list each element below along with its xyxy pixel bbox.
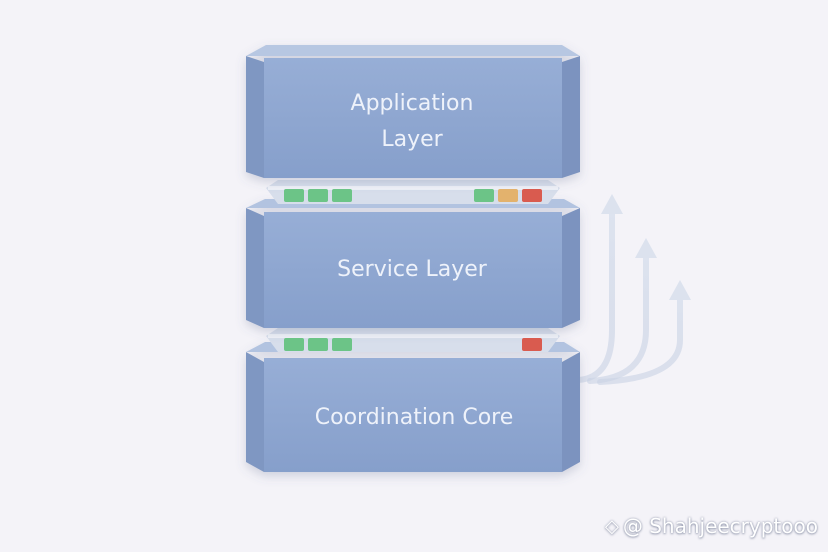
lower-right-indicators <box>522 338 542 351</box>
red-status-light <box>522 189 542 202</box>
green-status-light <box>308 338 328 351</box>
application-layer-block <box>246 45 580 178</box>
coordination-core-label: Coordination Core <box>315 405 514 430</box>
upward-arrows-icon <box>575 209 683 385</box>
block-front-face <box>264 212 562 328</box>
green-status-light <box>284 338 304 351</box>
block-right-face <box>562 208 580 328</box>
upper-right-indicators <box>474 189 542 202</box>
connector-rim <box>268 186 558 190</box>
block-right-face <box>562 352 580 472</box>
flow-arrow <box>575 209 615 383</box>
block-right-face <box>562 56 580 178</box>
application-layer-label: Application Layer <box>351 91 474 152</box>
green-status-light <box>332 338 352 351</box>
service-layer-label: Service Layer <box>337 257 488 282</box>
block-left-face <box>246 208 264 328</box>
watermark-handle: @ Shahjeecryptooo <box>622 514 818 538</box>
upper-left-indicators <box>284 189 352 202</box>
watermark: ◇ @ Shahjeecryptooo <box>605 514 818 538</box>
green-status-light <box>284 189 304 202</box>
flow-arrow <box>597 295 683 385</box>
arrow-head-icon <box>669 280 691 300</box>
red-status-light <box>522 338 542 351</box>
binance-logo-icon: ◇ <box>605 515 619 537</box>
flow-arrow <box>587 253 649 384</box>
green-status-light <box>474 189 494 202</box>
lower-left-indicators <box>284 338 352 351</box>
arrow-head-icon <box>635 238 657 258</box>
arrow-head-icon <box>601 194 623 214</box>
block-front-face <box>264 58 562 178</box>
amber-status-light <box>498 189 518 202</box>
block-front-face <box>264 358 562 472</box>
label-line: Layer <box>381 127 443 152</box>
block-top-face <box>246 45 580 56</box>
label-line: Application <box>351 91 474 116</box>
block-left-face <box>246 352 264 472</box>
green-status-light <box>308 189 328 202</box>
connector-rim <box>268 334 558 338</box>
green-status-light <box>332 189 352 202</box>
block-left-face <box>246 56 264 178</box>
